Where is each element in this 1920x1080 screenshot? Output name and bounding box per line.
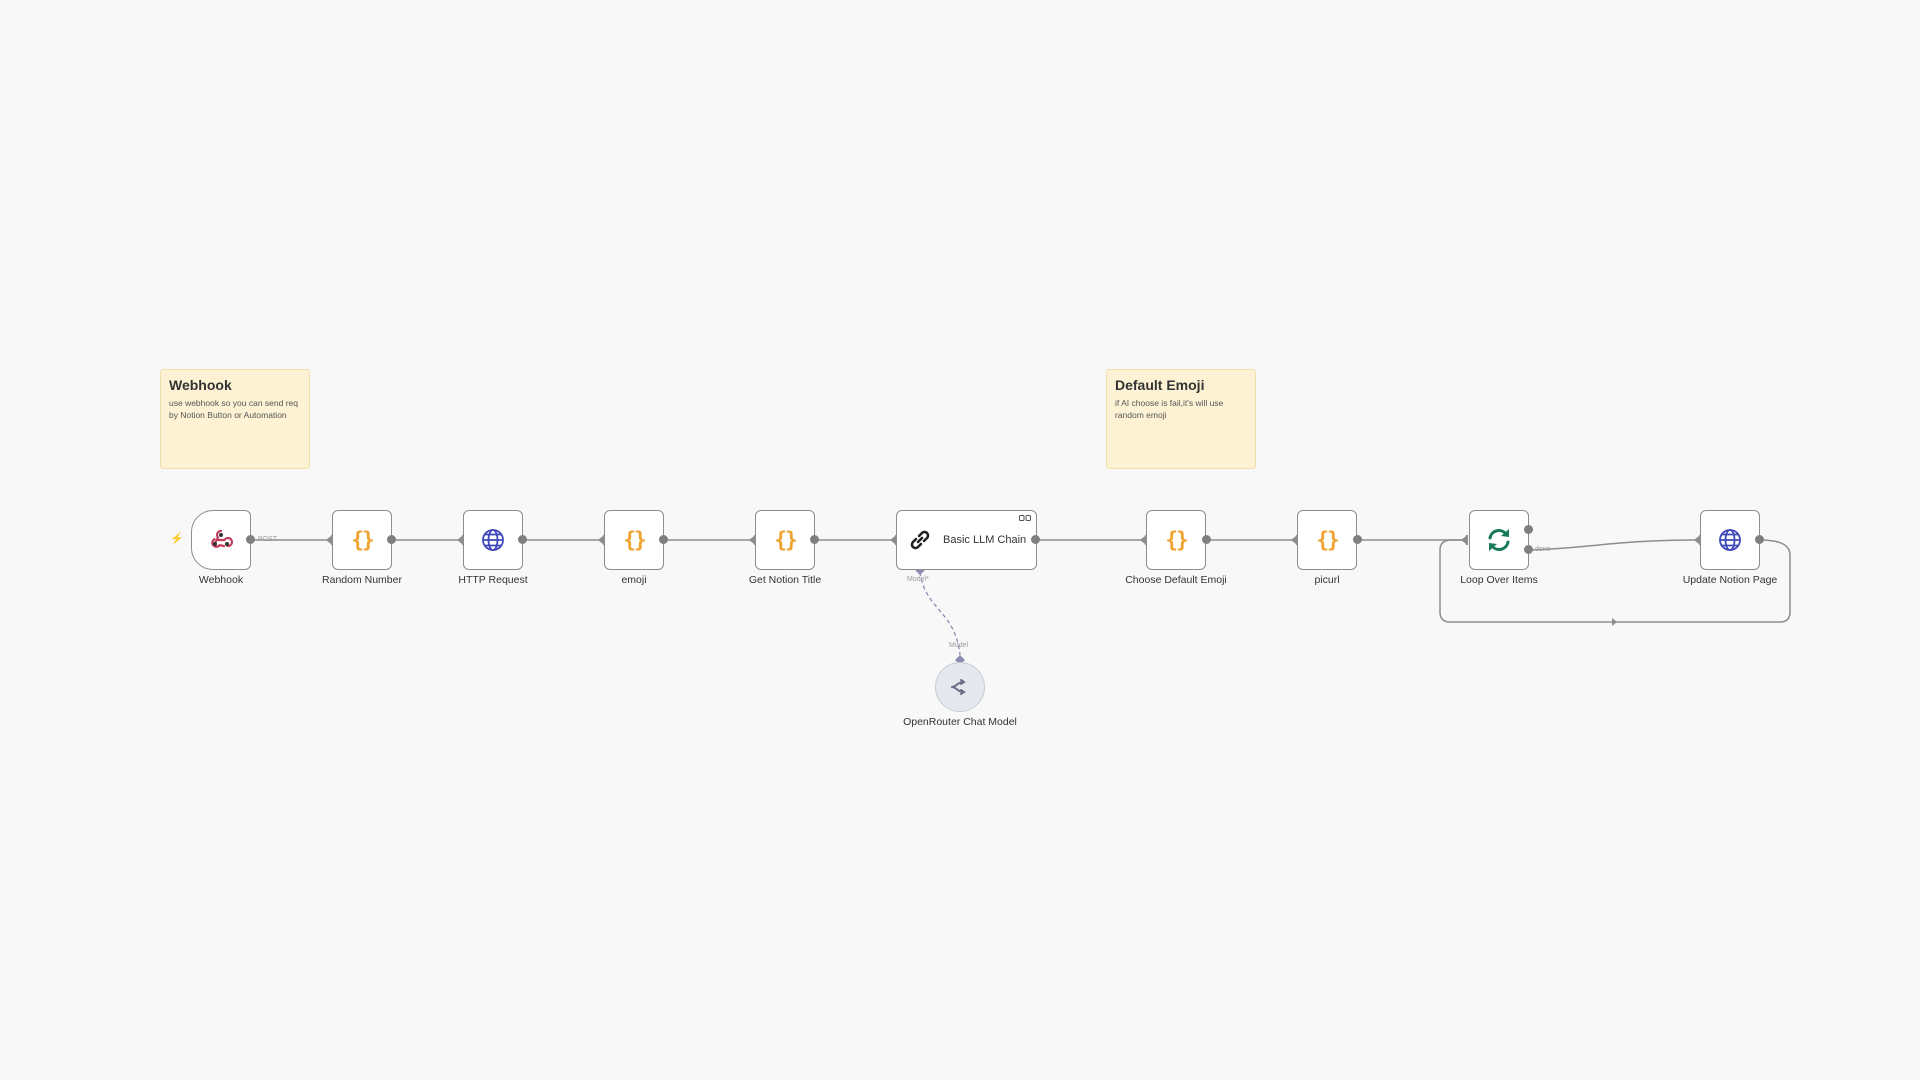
node-loop-over-items[interactable] (1469, 510, 1529, 570)
connection-label-done: done (1535, 546, 1551, 553)
openrouter-icon (951, 679, 966, 695)
connection-model-llm (919, 571, 961, 656)
output-port[interactable] (810, 535, 819, 544)
sticky-note-webhook[interactable]: Webhook use webhook so you can send req … (160, 369, 310, 469)
connection-update-loop-back (1439, 539, 1791, 623)
node-label-openrouter-chat-model: OpenRouter Chat Model (903, 716, 1017, 728)
connection-label-model-output: Model (949, 642, 969, 649)
output-port[interactable] (387, 535, 396, 544)
node-label-webhook: Webhook (198, 574, 244, 586)
node-label-update-notion-page: Update Notion Page (1682, 574, 1778, 586)
node-choose-default-emoji[interactable]: {} (1146, 510, 1206, 570)
connection-loop-update (1528, 539, 1696, 551)
output-port[interactable] (1353, 535, 1362, 544)
chain-link-icon (910, 530, 930, 550)
output-port[interactable] (518, 535, 527, 544)
output-port[interactable] (246, 535, 255, 544)
node-random-number[interactable]: {} (332, 510, 392, 570)
node-label-basic-llm-chain: Basic LLM Chain (943, 534, 1027, 546)
node-label-emoji: emoji (621, 574, 647, 586)
sticky-note-default-emoji[interactable]: Default Emoji if AI choose is fail,it's … (1106, 369, 1256, 469)
node-label-picurl: picurl (1314, 574, 1340, 586)
code-braces-icon: {} (1316, 528, 1339, 552)
output-port[interactable] (1755, 535, 1764, 544)
code-braces-icon: {} (351, 528, 374, 552)
trigger-bolt-icon: ⚡ (170, 533, 184, 545)
node-emoji[interactable]: {} (604, 510, 664, 570)
loop-icon (1488, 529, 1510, 551)
connection-label-post: POST (258, 536, 278, 543)
webhook-icon (211, 529, 234, 548)
output-port-done[interactable] (1524, 545, 1533, 554)
sticky-note-title: Webhook (169, 377, 232, 393)
globe-icon (482, 529, 504, 551)
node-picurl[interactable]: {} (1297, 510, 1357, 570)
sticky-note-body: if AI choose is fail,it's will use rando… (1115, 398, 1224, 420)
output-port[interactable] (1202, 535, 1211, 544)
node-update-notion-page[interactable] (1700, 510, 1760, 570)
node-basic-llm-chain[interactable]: Basic LLM Chain (896, 510, 1037, 570)
node-label-choose-default-emoji: Choose Default Emoji (1125, 574, 1227, 586)
node-get-notion-title[interactable]: {} (755, 510, 815, 570)
output-port[interactable] (1031, 535, 1040, 544)
code-braces-icon: {} (774, 528, 797, 552)
output-port[interactable] (659, 535, 668, 544)
node-label-http-request: HTTP Request (458, 574, 528, 586)
node-label-loop-over-items: Loop Over Items (1460, 574, 1538, 586)
sticky-note-title: Default Emoji (1115, 377, 1205, 393)
globe-icon (1719, 529, 1741, 551)
code-braces-icon: {} (1165, 528, 1188, 552)
node-label-get-notion-title: Get Notion Title (748, 574, 822, 586)
code-braces-icon: {} (623, 528, 646, 552)
node-http-request[interactable] (463, 510, 523, 570)
connection-label-model-input: Model* (907, 576, 929, 583)
node-label-random-number: Random Number (322, 574, 402, 586)
sticky-note-body: use webhook so you can send req by Notio… (169, 398, 299, 420)
node-openrouter-chat-model[interactable] (935, 662, 985, 712)
node-webhook[interactable] (191, 510, 251, 570)
expand-icon[interactable] (1019, 515, 1031, 522)
output-port-loop[interactable] (1524, 525, 1533, 534)
